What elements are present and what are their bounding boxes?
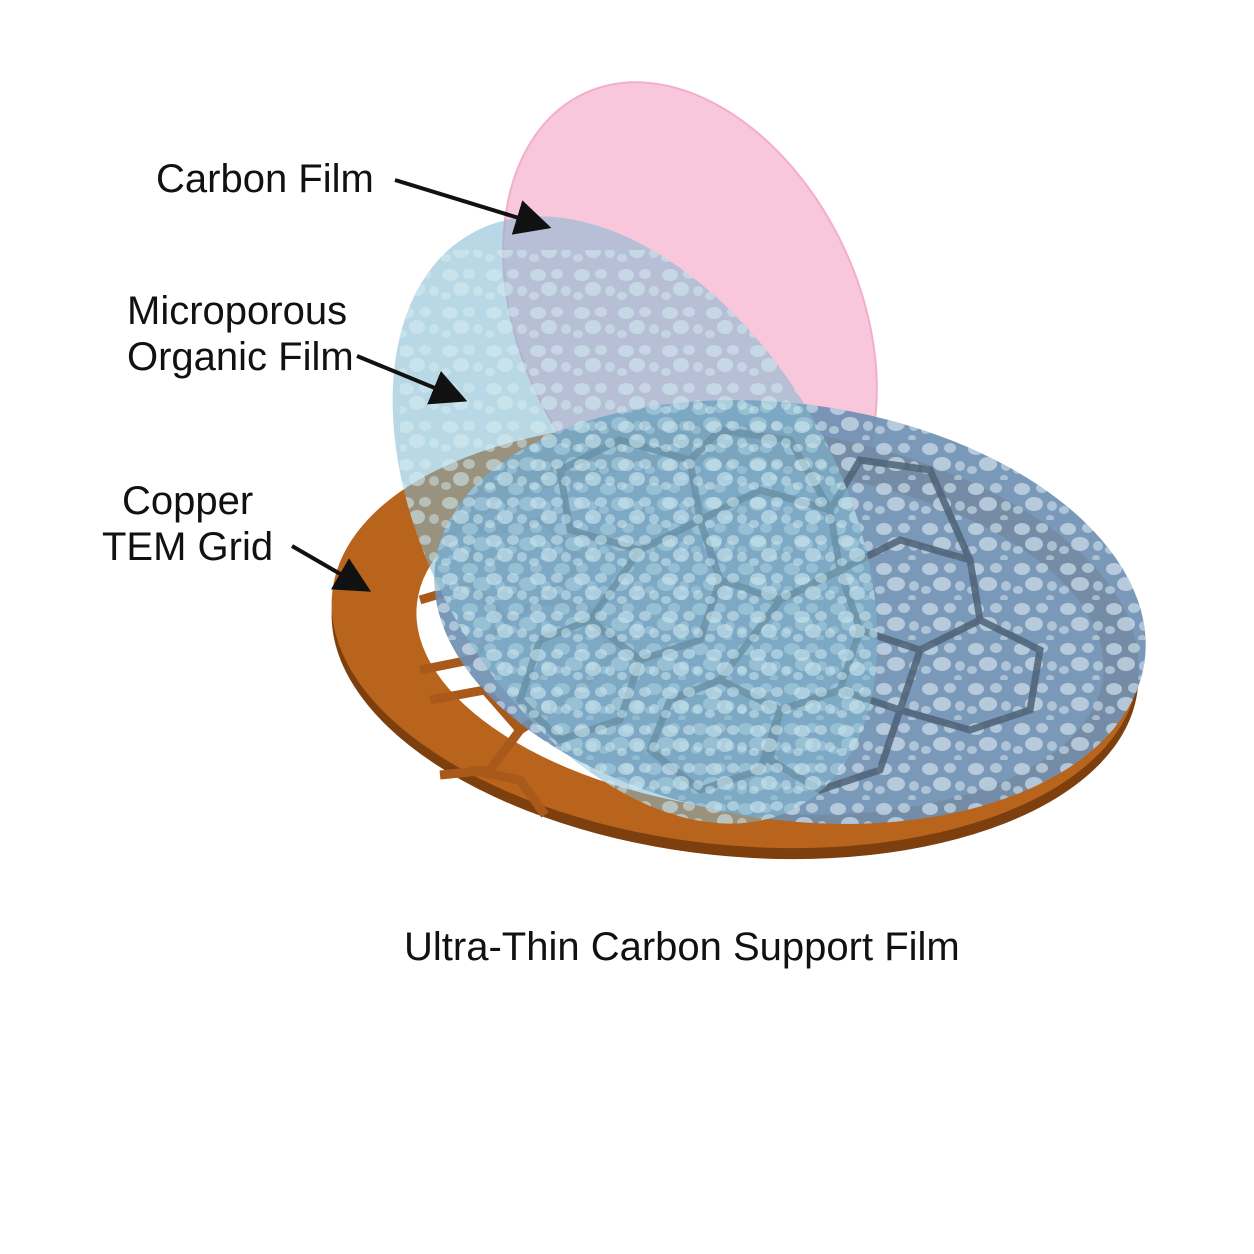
microporous-film-label: Microporous Organic Film xyxy=(127,288,354,380)
carbon-film-label-text: Carbon Film xyxy=(156,157,374,201)
copper-label-line1: Copper xyxy=(121,479,254,523)
microporous-label-line1: Microporous xyxy=(127,289,348,333)
microporous-film-arrow xyxy=(356,354,468,405)
copper-grid-label: Copper TEM Grid xyxy=(102,478,273,570)
microporous-label-line2: Organic Film xyxy=(127,335,354,379)
carbon-film-label: Carbon Film xyxy=(156,156,374,202)
copper-grid-arrow xyxy=(290,544,372,592)
copper-label-line2: TEM Grid xyxy=(102,525,274,569)
carbon-film-arrow xyxy=(394,178,552,235)
diagram-caption: Ultra-Thin Carbon Support Film xyxy=(404,925,960,969)
